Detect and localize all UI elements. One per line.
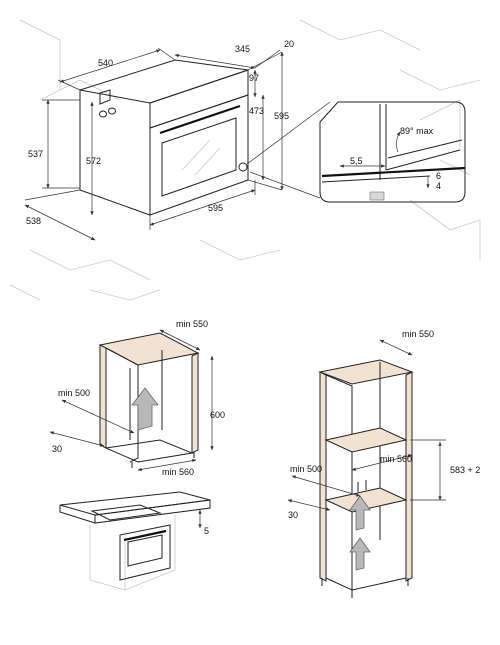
oven-dimensions — [24, 47, 284, 241]
oven-width-label: 540 — [98, 58, 113, 68]
column-width-label: min 560 — [380, 454, 412, 464]
oven-drawing — [79, 59, 249, 216]
oven-body-depth-label: 538 — [26, 216, 41, 226]
oven-total-height-label: 595 — [274, 111, 289, 121]
worktop-installation — [59, 491, 211, 591]
undercounter-niche — [49, 329, 214, 472]
undercounter-depth-label: min 550 — [176, 319, 208, 329]
oven-door-height-label: 473 — [249, 106, 264, 116]
undercounter-height-label: 600 — [210, 410, 225, 420]
detail-angle-label: 89° max — [400, 126, 434, 136]
detail-top-value-label: 6 — [436, 171, 441, 181]
background-sketch — [9, 19, 481, 301]
column-rear-offset-label: 30 — [288, 510, 298, 520]
column-depth-label: min 550 — [402, 329, 434, 339]
oven-panel-height-label: 97 — [249, 73, 259, 83]
oven-handle-offset-label: 20 — [284, 39, 294, 49]
column-niche-height-label: 583 + 2 — [450, 465, 480, 475]
column-rear-gap-label: min 500 — [290, 464, 322, 474]
oven-body-height-label: 537 — [28, 149, 43, 159]
oven-inner-height-label: 572 — [86, 156, 101, 166]
oven-depth-label: 345 — [235, 44, 250, 54]
column-cabinet — [287, 339, 446, 598]
detail-bottom-value-label: 4 — [436, 181, 441, 191]
undercounter-width-label: min 560 — [162, 467, 194, 477]
worktop-offset-label: 5 — [204, 526, 209, 536]
detail-callout — [246, 101, 466, 203]
undercounter-rear-gap-label: min 500 — [58, 388, 90, 398]
detail-gap-label: 5,5 — [350, 156, 363, 166]
undercounter-rear-offset-label: 30 — [52, 444, 62, 454]
oven-front-width-label: 595 — [208, 203, 223, 213]
